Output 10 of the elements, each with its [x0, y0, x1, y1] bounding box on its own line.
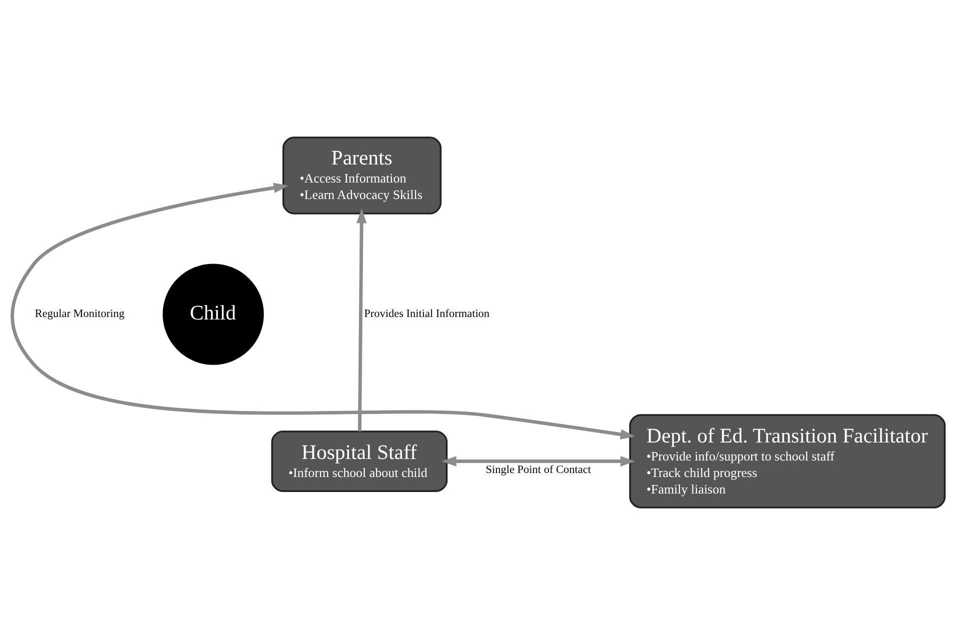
edge-label: Single Point of Contact [486, 463, 591, 476]
node-box: Parents •Access Information •Learn Advocacy Skills [282, 136, 442, 214]
node-box: Dept. of Ed. Transition Facilitator •Provide info/support to school staff •Track child progress •Family liaison [629, 414, 946, 508]
arrow [10, 182, 636, 439]
node-box: Hospital Staff •Inform school about child [271, 430, 448, 492]
edge-label: Provides Initial Information [364, 308, 490, 320]
arrow [356, 208, 367, 431]
node-circle: Child [162, 263, 264, 364]
edge-label: Regular Monitoring [34, 308, 124, 320]
arrow [442, 456, 636, 466]
